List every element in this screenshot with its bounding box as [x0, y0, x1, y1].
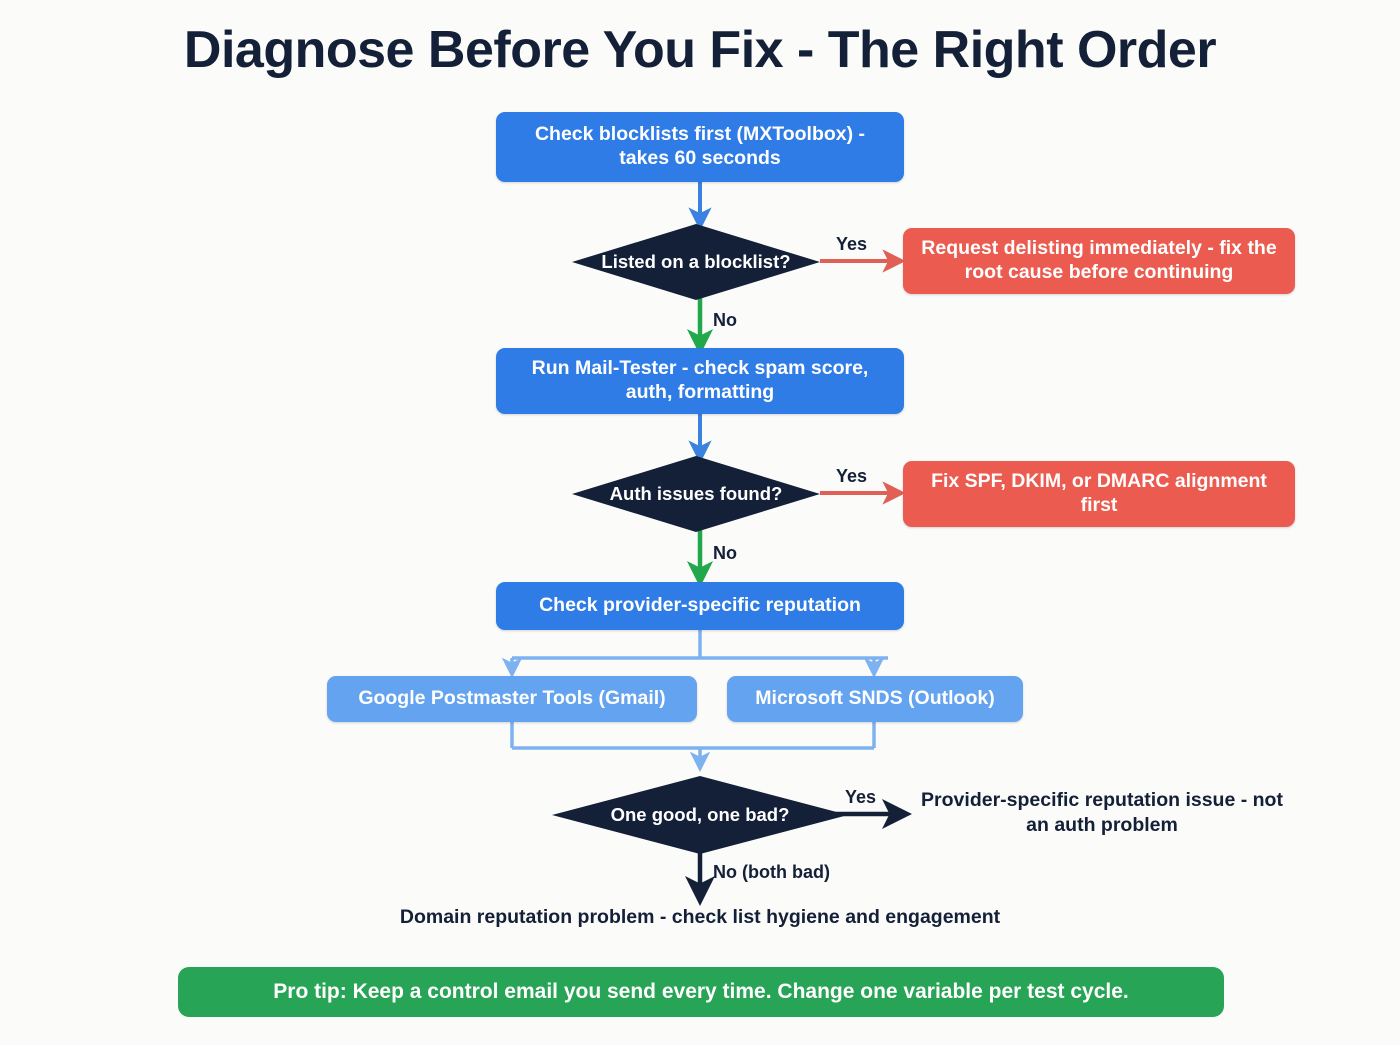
decision-one-good-one-bad[interactable]: One good, one bad? — [552, 776, 848, 854]
decision-label: Auth issues found? — [609, 482, 783, 504]
node-check-blocklists[interactable]: Check blocklists first (MXToolbox) - tak… — [496, 112, 904, 182]
node-label: Request delisting immediately - fix the … — [921, 237, 1277, 283]
node-request-delisting[interactable]: Request delisting immediately - fix the … — [903, 228, 1295, 294]
outcome-label: Domain reputation problem - check list h… — [399, 906, 1001, 928]
edge-label-no-2: No — [713, 543, 737, 563]
node-label: Fix SPF, DKIM, or DMARC alignment first — [931, 470, 1267, 516]
node-run-mail-tester[interactable]: Run Mail-Tester - check spam score, auth… — [496, 348, 904, 414]
pro-tip-banner[interactable]: Pro tip: Keep a control email you send e… — [178, 967, 1224, 1017]
edge-label-no-1: No — [713, 310, 737, 330]
node-label: Check provider-specific reputation — [539, 594, 861, 617]
page-title: Diagnose Before You Fix - The Right Orde… — [183, 21, 1217, 79]
node-label: Google Postmaster Tools (Gmail) — [358, 687, 666, 710]
edge-label-yes-3: Yes — [845, 787, 877, 807]
edge-label-no-3: No (both bad) — [713, 862, 830, 882]
node-label: Check blocklists first (MXToolbox) - tak… — [534, 123, 866, 169]
node-label: Run Mail-Tester - check spam score, auth… — [531, 357, 869, 403]
edge-n3-split — [501, 630, 888, 679]
decision-label: One good, one bad? — [610, 803, 790, 825]
node-check-provider-reputation[interactable]: Check provider-specific reputation — [496, 582, 904, 630]
outcome-domain-reputation-problem: Domain reputation problem - check list h… — [250, 905, 1150, 930]
node-fix-spf-dkim-dmarc[interactable]: Fix SPF, DKIM, or DMARC alignment first — [903, 461, 1295, 527]
pro-tip-label: Pro tip: Keep a control email you send e… — [273, 980, 1129, 1004]
edge-label-yes-2: Yes — [836, 466, 868, 486]
edge-label-yes-1: Yes — [836, 234, 868, 254]
decision-listed-on-blocklist[interactable]: Listed on a blocklist? — [572, 224, 820, 300]
decision-auth-issues-found[interactable]: Auth issues found? — [572, 456, 820, 532]
outcome-label: Provider-specific reputation issue - not… — [921, 789, 1283, 837]
node-label: Microsoft SNDS (Outlook) — [755, 687, 995, 710]
outcome-provider-specific-reputation: Provider-specific reputation issue - not… — [912, 788, 1292, 839]
node-google-postmaster-tools[interactable]: Google Postmaster Tools (Gmail) — [327, 676, 697, 722]
node-microsoft-snds[interactable]: Microsoft SNDS (Outlook) — [727, 676, 1023, 722]
edge-merge-d3 — [510, 722, 876, 773]
decision-label: Listed on a blocklist? — [601, 250, 791, 272]
